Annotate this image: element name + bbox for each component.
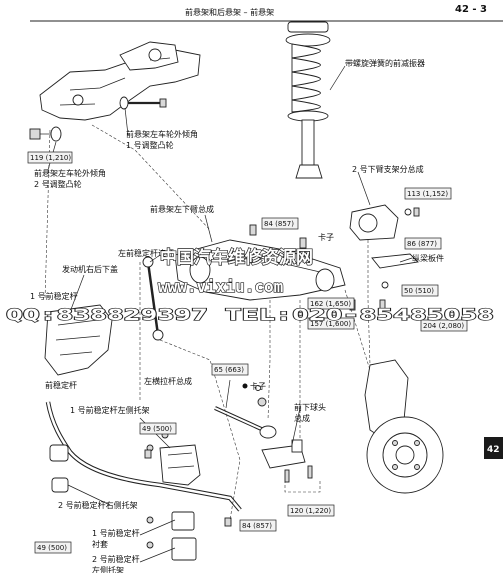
label-no2-camber-cam-1: 前悬架左车轮外倾角 [34,168,106,178]
watermark: 中国汽车维修资源网 www.vixiu.com QQ:838829397 TEL… [5,246,494,324]
label-no1-bushing-1: 1 号前稳定杆 [92,528,140,538]
part-labels: 带螺旋弹簧的前减振器 前悬架左车轮外倾角 1 号调整凸轮 前悬架左车轮外倾角 2… [30,58,444,573]
watermark-line-1: 中国汽车维修资源网 [160,247,313,268]
torque-119: 119 (1,210) [30,154,71,162]
label-front-stabilizer-bar: 前稳定杆 [45,380,77,390]
label-no1-bracket-left: 1 号前稳定杆左侧托架 [70,405,150,415]
label-lower-arm-left: 前悬架左下臂总成 [150,204,214,214]
torque-113: 113 (1,152) [407,190,448,198]
no2-lower-arm-bracket [349,204,420,241]
page-header: 前悬架和后悬架 – 前悬架 42 - 3 [30,4,503,22]
label-stabilizer-link-left: 左前稳定杆连杆 [118,248,174,258]
label-no2-bushing-1: 2 号前稳定杆 [92,554,140,564]
label-lower-ball-joint-2: 总成 [294,413,310,423]
torque-86: 86 (877) [407,240,437,248]
tie-rod-assembly [214,385,277,439]
label-no2-camber-cam-2: 2 号调整凸轮 [34,179,82,189]
torque-162: 162 (1,650) [310,300,351,308]
coil-spring-shock-absorber [285,21,346,179]
chapter-tab-label: 42 [487,445,500,455]
torque-49-mid: 49 (500) [142,425,172,433]
label-no2-bracket-right: 2 号前稳定杆右侧托架 [58,500,138,510]
watermark-line-3: QQ:838829397 TEL:020-85485058 [6,305,494,324]
torque-157: 157 (1,600) [310,320,351,328]
camber-cam-bolt-1 [119,96,167,110]
label-lower-ball-joint-1: 前下球头 [294,402,326,412]
watermark-line-2: www.vixiu.com [158,277,284,296]
label-no1-camber-cam-2: 1 号调整凸轮 [126,140,174,150]
engine-under-cover [44,304,113,376]
no2-stabilizer-bracket-right [146,511,197,561]
no1-stabilizer-bracket-left [146,431,201,486]
label-no1-stabilizer: 1 号前稳定杆 [30,291,78,301]
torque-specs: 119 (1,210) 113 (1,152) 84 (857) 86 (877… [27,151,468,554]
camber-cam-bolt-2 [29,126,62,142]
label-tie-rod-left: 左横拉杆总成 [144,376,192,386]
chapter-tab: 42 [484,437,503,459]
section-title: 前悬架和后悬架 – 前悬架 [185,7,274,17]
label-clip-top: 卡子 [318,232,334,242]
steering-knuckle-and-hub [364,359,444,494]
front-stabilizer-bar [45,401,242,512]
label-coil-spring-shock: 带螺旋弹簧的前减振器 [345,58,425,68]
torque-50: 50 (510) [404,287,434,295]
label-clip-mid: 卡子 [250,381,266,391]
label-engine-under-cover: 发动机右后下盖 [62,264,118,274]
label-no2-bushing-2: 左侧托架 [92,565,124,573]
dashed-guide-lines [44,124,371,521]
torque-65: 65 (663) [214,366,244,374]
torque-49-bottom: 49 (500) [37,544,67,552]
torque-84-bottom: 84 (857) [242,522,272,530]
torque-120: 120 (1,220) [290,507,331,515]
torque-84-top: 84 (857) [264,220,294,228]
front-subframe [39,41,201,121]
torque-204: 204 (2,080) [423,322,464,330]
label-longitudinal-plate: 纵梁板件 [412,253,444,263]
lower-ball-joint [261,439,313,483]
lower-arm-assembly [174,239,346,301]
stabilizer-link-left [142,256,164,341]
label-no1-camber-cam-1: 前悬架左车轮外倾角 [126,129,198,139]
longitudinal-plate [371,253,419,289]
label-no2-lower-bracket: 2 号下臂支架分总成 [352,164,424,174]
page-number: 42 - 3 [455,4,487,15]
label-no1-bushing-2: 衬套 [92,539,108,549]
